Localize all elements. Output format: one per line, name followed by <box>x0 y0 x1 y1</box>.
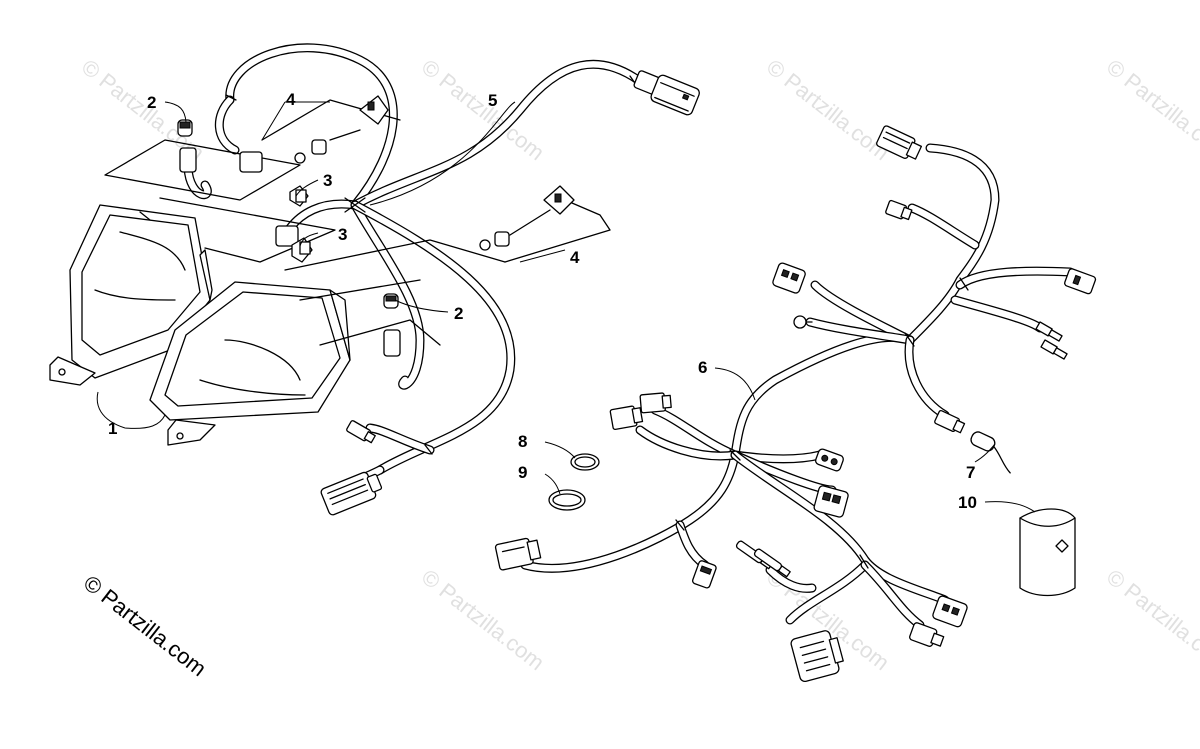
callout-3-lower: 3 <box>338 225 347 244</box>
bulb-sockets <box>177 119 401 357</box>
partzilla-credit: © Partzilla.com <box>79 570 211 681</box>
callouts: 2 4 5 3 3 4 2 1 6 8 9 7 10 <box>108 90 977 512</box>
watermark: © Partzilla.com <box>417 564 549 675</box>
callout-8: 8 <box>518 432 527 451</box>
callout-3-upper: 3 <box>323 171 332 190</box>
watermark: © Partzilla.com <box>1102 54 1200 165</box>
watermark: © Partzilla.com <box>762 54 894 165</box>
callout-6: 6 <box>698 358 707 377</box>
connector-5 <box>633 70 700 116</box>
callout-4-lower: 4 <box>570 248 580 267</box>
mount-boxes <box>104 99 611 346</box>
main-harness-connectors <box>494 125 1097 683</box>
leader-lines <box>96 101 1036 513</box>
main-harness <box>520 143 1075 630</box>
watermark: © Partzilla.com <box>1102 564 1200 675</box>
harness-small-plug <box>346 420 376 444</box>
callout-5: 5 <box>488 91 497 110</box>
callout-2-upper: 2 <box>147 93 156 112</box>
clamp-9 <box>548 489 586 511</box>
callout-4-upper: 4 <box>286 90 296 109</box>
callout-2-lower: 2 <box>454 304 463 323</box>
adjuster-upper <box>294 95 389 164</box>
clamp-8 <box>570 453 600 471</box>
headlight-right <box>149 281 351 446</box>
callout-7: 7 <box>966 463 975 482</box>
adjuster-lower <box>479 185 575 251</box>
callout-9: 9 <box>518 463 527 482</box>
sleeve-10 <box>1019 508 1076 597</box>
headlight-harness <box>183 43 734 492</box>
callout-1: 1 <box>108 419 117 438</box>
harness-plug <box>320 471 383 516</box>
callout-10: 10 <box>958 493 977 512</box>
